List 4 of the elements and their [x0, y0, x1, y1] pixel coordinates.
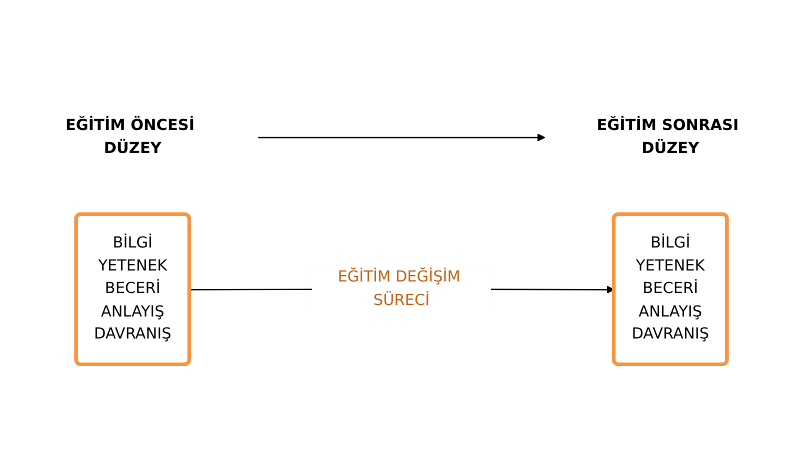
- edge-label: EĞİTİM DEĞİŞİM SÜRECİ: [338, 268, 460, 309]
- node-text: EĞİTİM ÖNCESİ DÜZEY: [65, 116, 195, 158]
- arrow: [258, 134, 546, 142]
- node-text: EĞİTİM SONRASI DÜZEY: [596, 116, 739, 158]
